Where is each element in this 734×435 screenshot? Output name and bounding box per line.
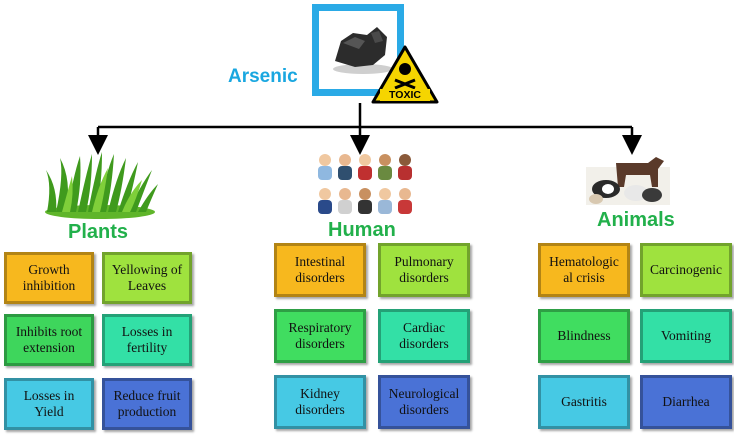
toxic-label: TOXIC (389, 89, 421, 101)
human-item: Cardiac disorders (378, 309, 470, 363)
human-title: Human (328, 219, 396, 241)
animals-title: Animals (597, 209, 675, 231)
animals-item: Carcinogenic (640, 243, 732, 297)
grass-icon (42, 150, 160, 220)
arsenic-rock-icon (333, 27, 393, 74)
people-icon (314, 152, 418, 218)
animals-item: Blindness (538, 309, 630, 363)
human-item: Kidney disorders (274, 375, 366, 429)
plants-item: Inhibits root extension (4, 314, 94, 366)
animals-icon (586, 153, 670, 205)
plants-item: Losses in Yield (4, 378, 94, 430)
human-item: Pulmonary disorders (378, 243, 470, 297)
plants-item: Yellowing of Leaves (102, 252, 192, 304)
animals-item: Diarrhea (640, 375, 732, 429)
human-item: Neurological disorders (378, 375, 470, 429)
arsenic-image-frame (312, 4, 404, 96)
plants-item: Growth inhibition (4, 252, 94, 304)
arsenic-label: Arsenic (228, 66, 298, 87)
animals-item: Hematologic al crisis (538, 243, 630, 297)
animals-item: Vomiting (640, 309, 732, 363)
human-item: Respiratory disorders (274, 309, 366, 363)
toxic-warning-icon: TOXIC (370, 44, 440, 106)
animals-item: Gastritis (538, 375, 630, 429)
plants-item: Losses in fertility (102, 314, 192, 366)
plants-item: Reduce fruit production (102, 378, 192, 430)
human-item: Intestinal disorders (274, 243, 366, 297)
plants-title: Plants (68, 221, 129, 243)
